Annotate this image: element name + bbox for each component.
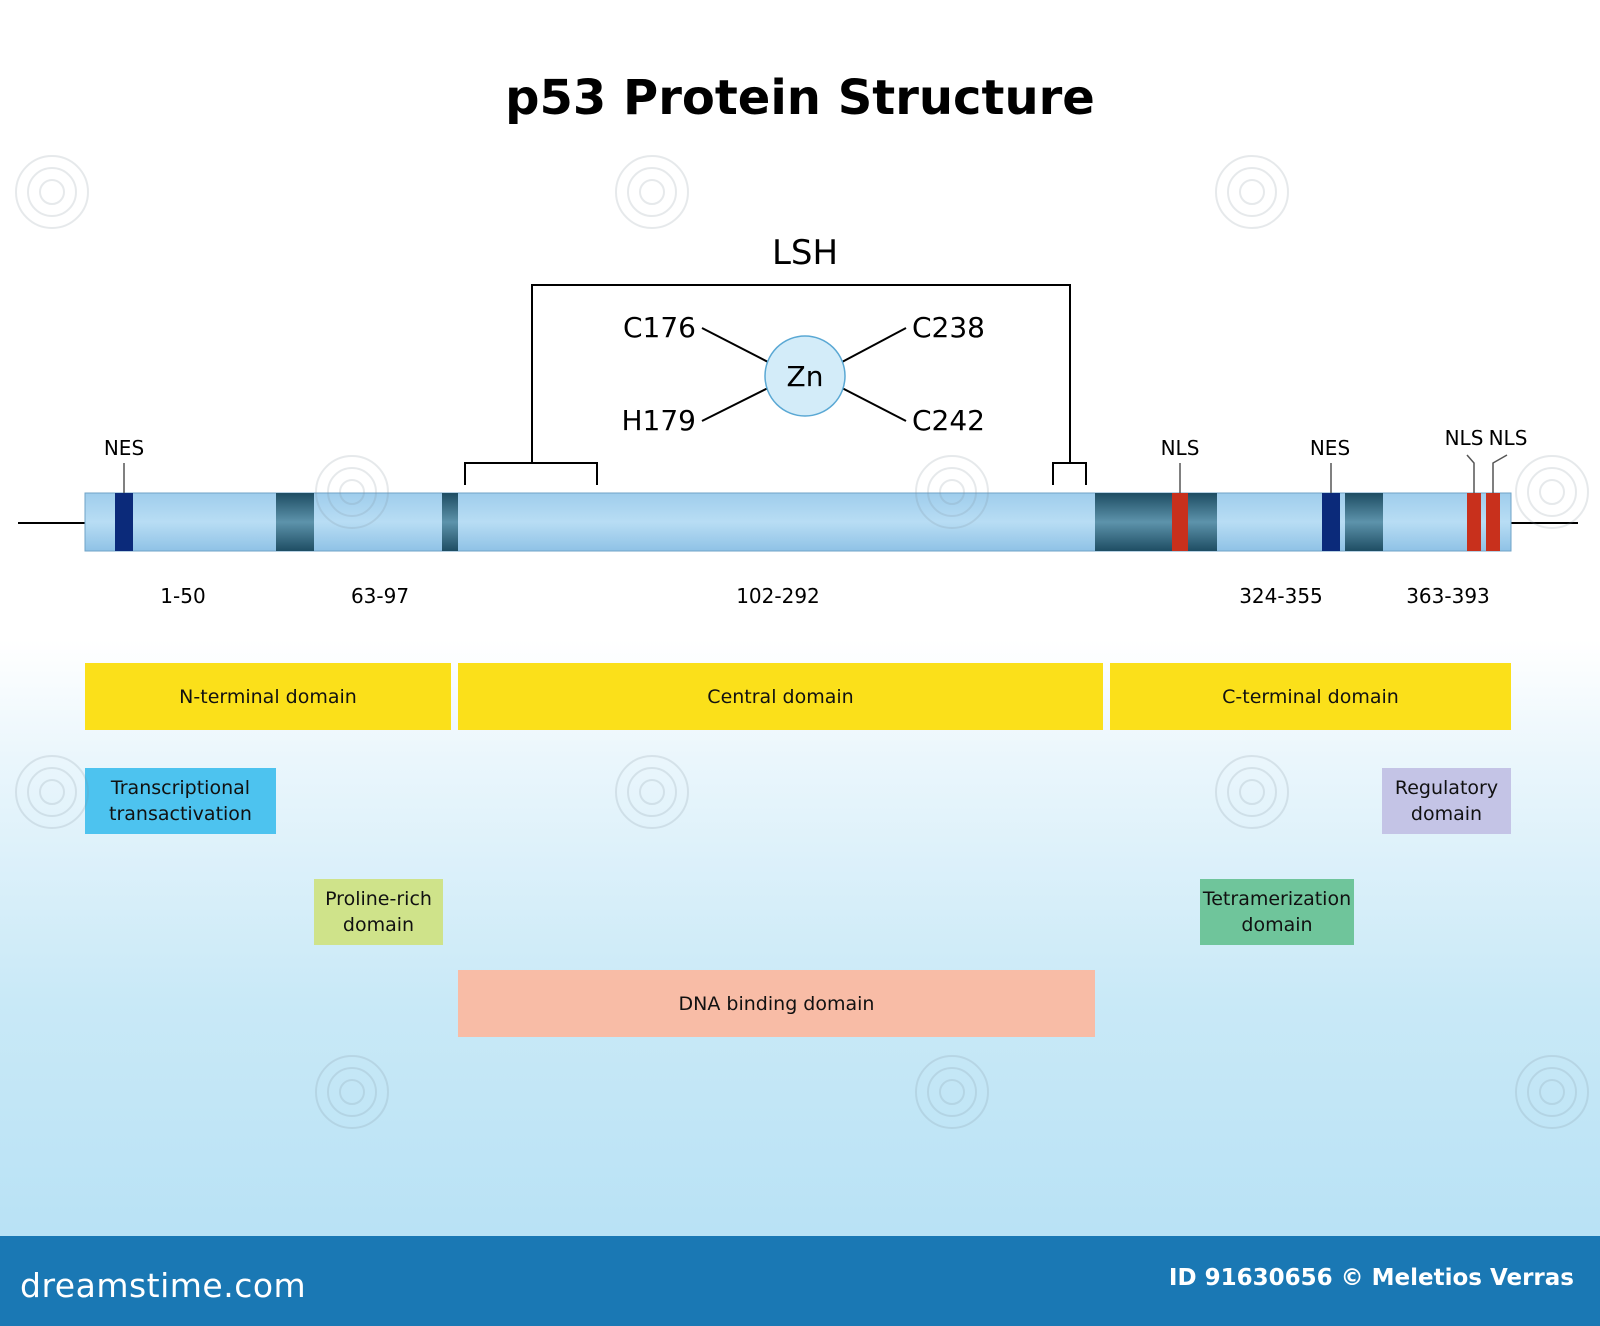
watermark-swirl-icon — [915, 1055, 989, 1129]
nls-label-3: NLS — [1489, 426, 1528, 450]
proline-segment — [276, 493, 314, 551]
watermark-swirl-icon — [15, 755, 89, 829]
linker-segment — [442, 493, 458, 551]
tetramer-segment — [1345, 493, 1383, 551]
watermark-swirl-icon — [315, 455, 389, 529]
nes-label-1: NES — [104, 436, 144, 460]
central-domain: Central domain — [458, 663, 1103, 730]
nes-mark-2 — [1322, 493, 1340, 551]
protein-diagram: NES NLS NES NLS NLS LSH Zn C176 C238 H17… — [18, 233, 1578, 608]
footer-bar: dreamstime.com ID 91630656 © Meletios Ve… — [0, 1236, 1600, 1326]
residue-c238: C238 — [912, 311, 985, 344]
lsh-label: LSH — [772, 233, 838, 273]
watermark-swirl-icon — [1215, 755, 1289, 829]
range-label-4: 324-355 — [1239, 584, 1323, 608]
watermark-swirl-icon — [615, 755, 689, 829]
range-label-3: 102-292 — [736, 584, 820, 608]
residue-c242: C242 — [912, 404, 985, 437]
range-label-2: 63-97 — [351, 584, 409, 608]
c-terminal-domain: C-terminal domain — [1110, 663, 1511, 730]
proline-rich-domain: Proline-rich domain — [314, 879, 443, 945]
residue-c176: C176 — [623, 311, 696, 344]
footer-logo[interactable]: dreamstime.com — [20, 1266, 307, 1305]
lsh-bracket — [531, 284, 1071, 463]
h179-line — [701, 387, 769, 422]
nls-label-2: NLS — [1445, 426, 1484, 450]
lsh-bracket-left — [464, 462, 598, 485]
tetramerization-domain: Tetramerization domain — [1200, 879, 1354, 945]
range-label-5: 363-393 — [1406, 584, 1490, 608]
zinc-label: Zn — [787, 360, 824, 393]
lsh-bracket-right — [1052, 462, 1087, 485]
range-label-1: 1-50 — [160, 584, 205, 608]
watermark-swirl-icon — [915, 455, 989, 529]
protein-bar — [84, 492, 1512, 552]
watermark-swirl-icon — [615, 155, 689, 229]
watermark-swirl-icon — [315, 1055, 389, 1129]
c-terminal-segment — [1095, 493, 1217, 551]
page-title: p53 Protein Structure — [505, 70, 1095, 126]
watermark-swirl-icon — [1515, 455, 1589, 529]
transactivation-domain: Transcriptional transactivation — [85, 768, 276, 834]
residue-h179: H179 — [622, 404, 697, 437]
c238-line — [841, 327, 907, 363]
nls-tick-3 — [1492, 454, 1508, 493]
footer-credit: ID 91630656 © Meletios Verras — [1168, 1265, 1574, 1291]
nls-tick-2 — [1466, 454, 1475, 493]
nls-label-1: NLS — [1161, 436, 1200, 460]
nes-mark-1 — [115, 493, 133, 551]
nls-mark-1 — [1172, 493, 1188, 551]
nls-mark-3 — [1486, 493, 1500, 551]
zinc-ion — [764, 335, 846, 417]
n-terminal-domain: N-terminal domain — [85, 663, 451, 730]
c242-line — [841, 387, 907, 422]
c176-line — [701, 327, 769, 363]
watermark-swirl-icon — [1515, 1055, 1589, 1129]
nls-mark-2 — [1467, 493, 1481, 551]
regulatory-domain: Regulatory domain — [1382, 768, 1511, 834]
nes-label-2: NES — [1310, 436, 1350, 460]
dna-binding-domain: DNA binding domain — [458, 970, 1095, 1037]
watermark-swirl-icon — [1215, 155, 1289, 229]
watermark-swirl-icon — [15, 155, 89, 229]
